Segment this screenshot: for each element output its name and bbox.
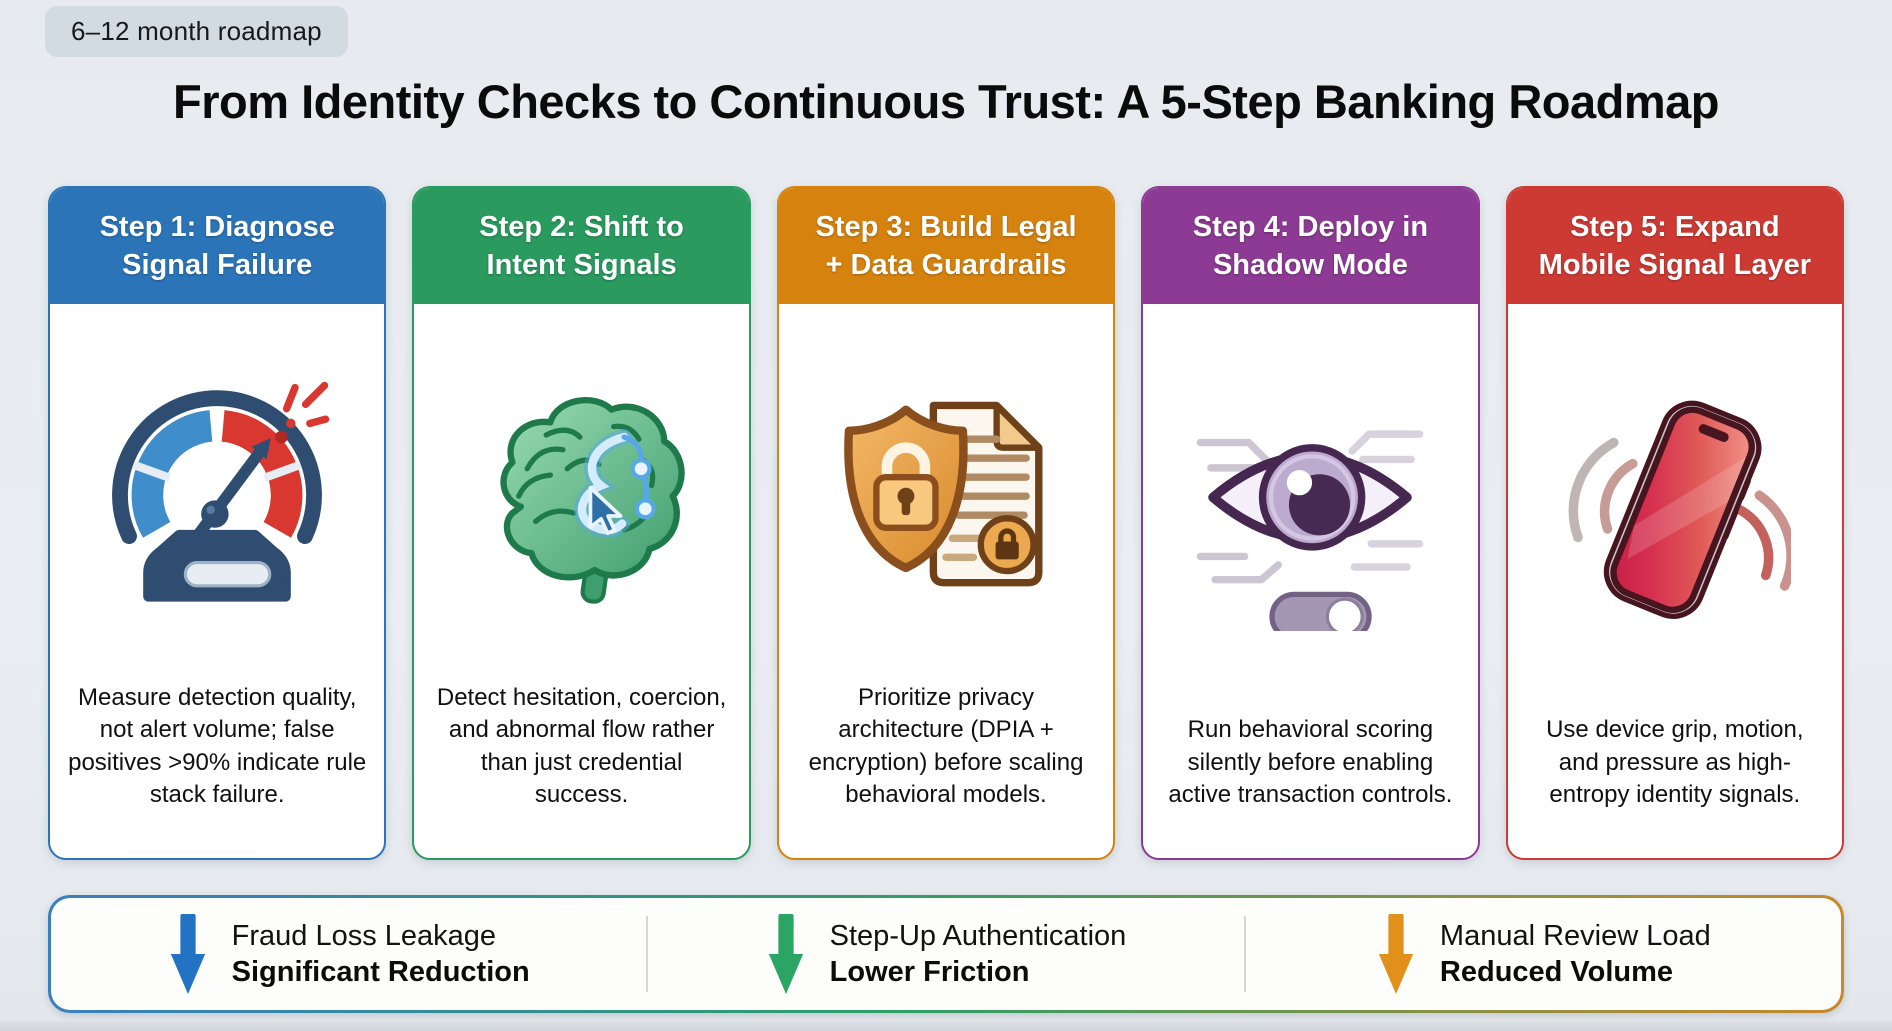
eye-toggle-icon xyxy=(1197,430,1424,632)
step-1-description: Measure detection quality, not alert vol… xyxy=(68,683,367,809)
step-3-description: Prioritize privacy architecture (DPIA + … xyxy=(808,683,1084,809)
page-title: From Identity Checks to Continuous Trust… xyxy=(173,75,1719,128)
step-3-header-line1: Step 3: Build Legal xyxy=(815,210,1077,243)
step-1-header: Step 1: Diagnose Signal Failure xyxy=(50,188,385,304)
outcome-value: Reduced Volume xyxy=(1439,956,1674,988)
shield-lock-document-icon xyxy=(844,401,1043,587)
outcome-label: Fraud Loss Leakage xyxy=(231,919,497,952)
step-card-3: Step 3: Build Legal + Data Guardrails xyxy=(776,186,1116,860)
phone-vibration-icon xyxy=(1568,400,1791,619)
step-5-header-line1: Step 5: Expand xyxy=(1570,210,1780,243)
timeframe-badge: 6–12 month roadmap xyxy=(45,6,348,57)
step-2-header-line1: Step 2: Shift to xyxy=(479,210,684,243)
gauge-alert-icon xyxy=(112,381,330,602)
step-card-5: Step 5: Expand Mobile Signal Layer xyxy=(1505,186,1845,860)
bar-divider xyxy=(646,915,649,993)
outcome-fraud-loss: Fraud Loss Leakage Significant Reduction xyxy=(51,898,646,1010)
step-card-1: Step 1: Diagnose Signal Failure xyxy=(48,186,387,860)
outcome-manual-review: Manual Review Load Reduced Volume xyxy=(1246,898,1841,1010)
arrow-down-icon xyxy=(1378,914,1414,994)
arrow-down-icon xyxy=(768,914,803,994)
step-3-header: Step 3: Build Legal + Data Guardrails xyxy=(778,188,1114,304)
step-3-header-line2: + Data Guardrails xyxy=(825,249,1067,281)
step-5-description: Use device grip, motion, and pressure as… xyxy=(1546,716,1804,809)
outcome-step-up-auth: Step-Up Authentication Lower Friction xyxy=(648,898,1243,1010)
outcome-label: Step-Up Authentication xyxy=(829,919,1127,952)
step-5-header: Step 5: Expand Mobile Signal Layer xyxy=(1507,188,1843,304)
step-2-header-line2: Intent Signals xyxy=(486,249,677,281)
step-4-header-line2: Shadow Mode xyxy=(1212,249,1408,281)
steps-row: Step 1: Diagnose Signal Failure xyxy=(48,186,1845,860)
outcome-value: Significant Reduction xyxy=(231,956,530,988)
step-1-header-line2: Signal Failure xyxy=(122,249,313,281)
step-4-header: Step 4: Deploy in Shadow Mode xyxy=(1143,188,1478,304)
arrow-down-icon xyxy=(170,914,205,994)
outcome-value: Lower Friction xyxy=(829,956,1030,988)
step-4-description: Run behavioral scoring silently before e… xyxy=(1168,716,1453,809)
outcome-label: Manual Review Load xyxy=(1439,919,1711,952)
outcomes-bar: Fraud Loss Leakage Significant Reduction… xyxy=(48,895,1844,1013)
bar-divider xyxy=(1243,915,1246,993)
step-1-header-line1: Step 1: Diagnose xyxy=(99,210,335,243)
step-card-2: Step 2: Shift to Intent Signals xyxy=(412,186,751,860)
step-2-header: Step 2: Shift to Intent Signals xyxy=(414,188,749,304)
bottom-strip xyxy=(0,1021,1892,1031)
step-4-header-line1: Step 4: Deploy in xyxy=(1192,210,1429,243)
step-card-4: Step 4: Deploy in Shadow Mode xyxy=(1141,186,1480,860)
step-5-header-line2: Mobile Signal Layer xyxy=(1538,249,1811,281)
step-2-description: Detect hesitation, coercion, and abnorma… xyxy=(436,683,727,809)
brain-cursor-icon xyxy=(500,396,685,604)
